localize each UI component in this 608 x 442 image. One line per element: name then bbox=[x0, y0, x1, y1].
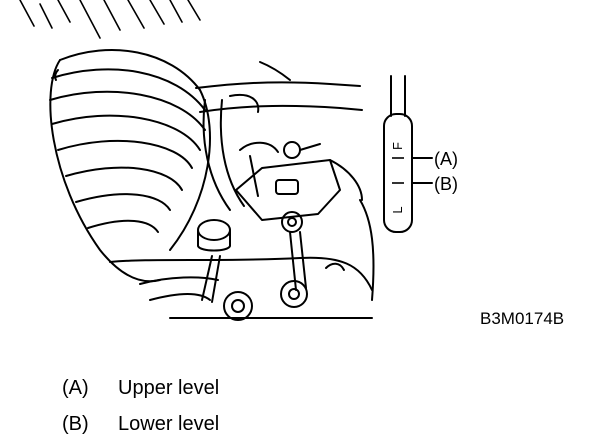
engine-dipstick-illustration: F L (A) (B) B3M0174B bbox=[19, 0, 564, 328]
hood-hatching bbox=[19, 0, 201, 39]
legend-item-b: (B) Lower level bbox=[62, 406, 219, 442]
air-intake-duct bbox=[49, 49, 211, 283]
legend-key-a: (A) bbox=[62, 377, 89, 399]
dipstick-detail bbox=[383, 75, 433, 233]
stud-bolt bbox=[197, 219, 307, 303]
legend-text-a: Upper level bbox=[118, 377, 220, 399]
dipstick-mark-low: L bbox=[390, 206, 405, 213]
engine-block-outline bbox=[109, 159, 375, 319]
mounting-bracket bbox=[235, 141, 341, 233]
callout-a-label: (A) bbox=[434, 149, 458, 169]
legend: (A) Upper level (B) Lower level bbox=[62, 370, 219, 442]
lower-nuts bbox=[223, 280, 308, 321]
legend-item-a: (A) Upper level bbox=[62, 370, 219, 406]
legend-key-b: (B) bbox=[62, 413, 89, 435]
callout-b-label: (B) bbox=[434, 174, 458, 194]
dipstick-mark-full: F bbox=[390, 142, 405, 150]
legend-text-b: Lower level bbox=[118, 413, 220, 435]
figure-code: B3M0174B bbox=[480, 309, 564, 328]
upper-hoses bbox=[195, 61, 363, 211]
